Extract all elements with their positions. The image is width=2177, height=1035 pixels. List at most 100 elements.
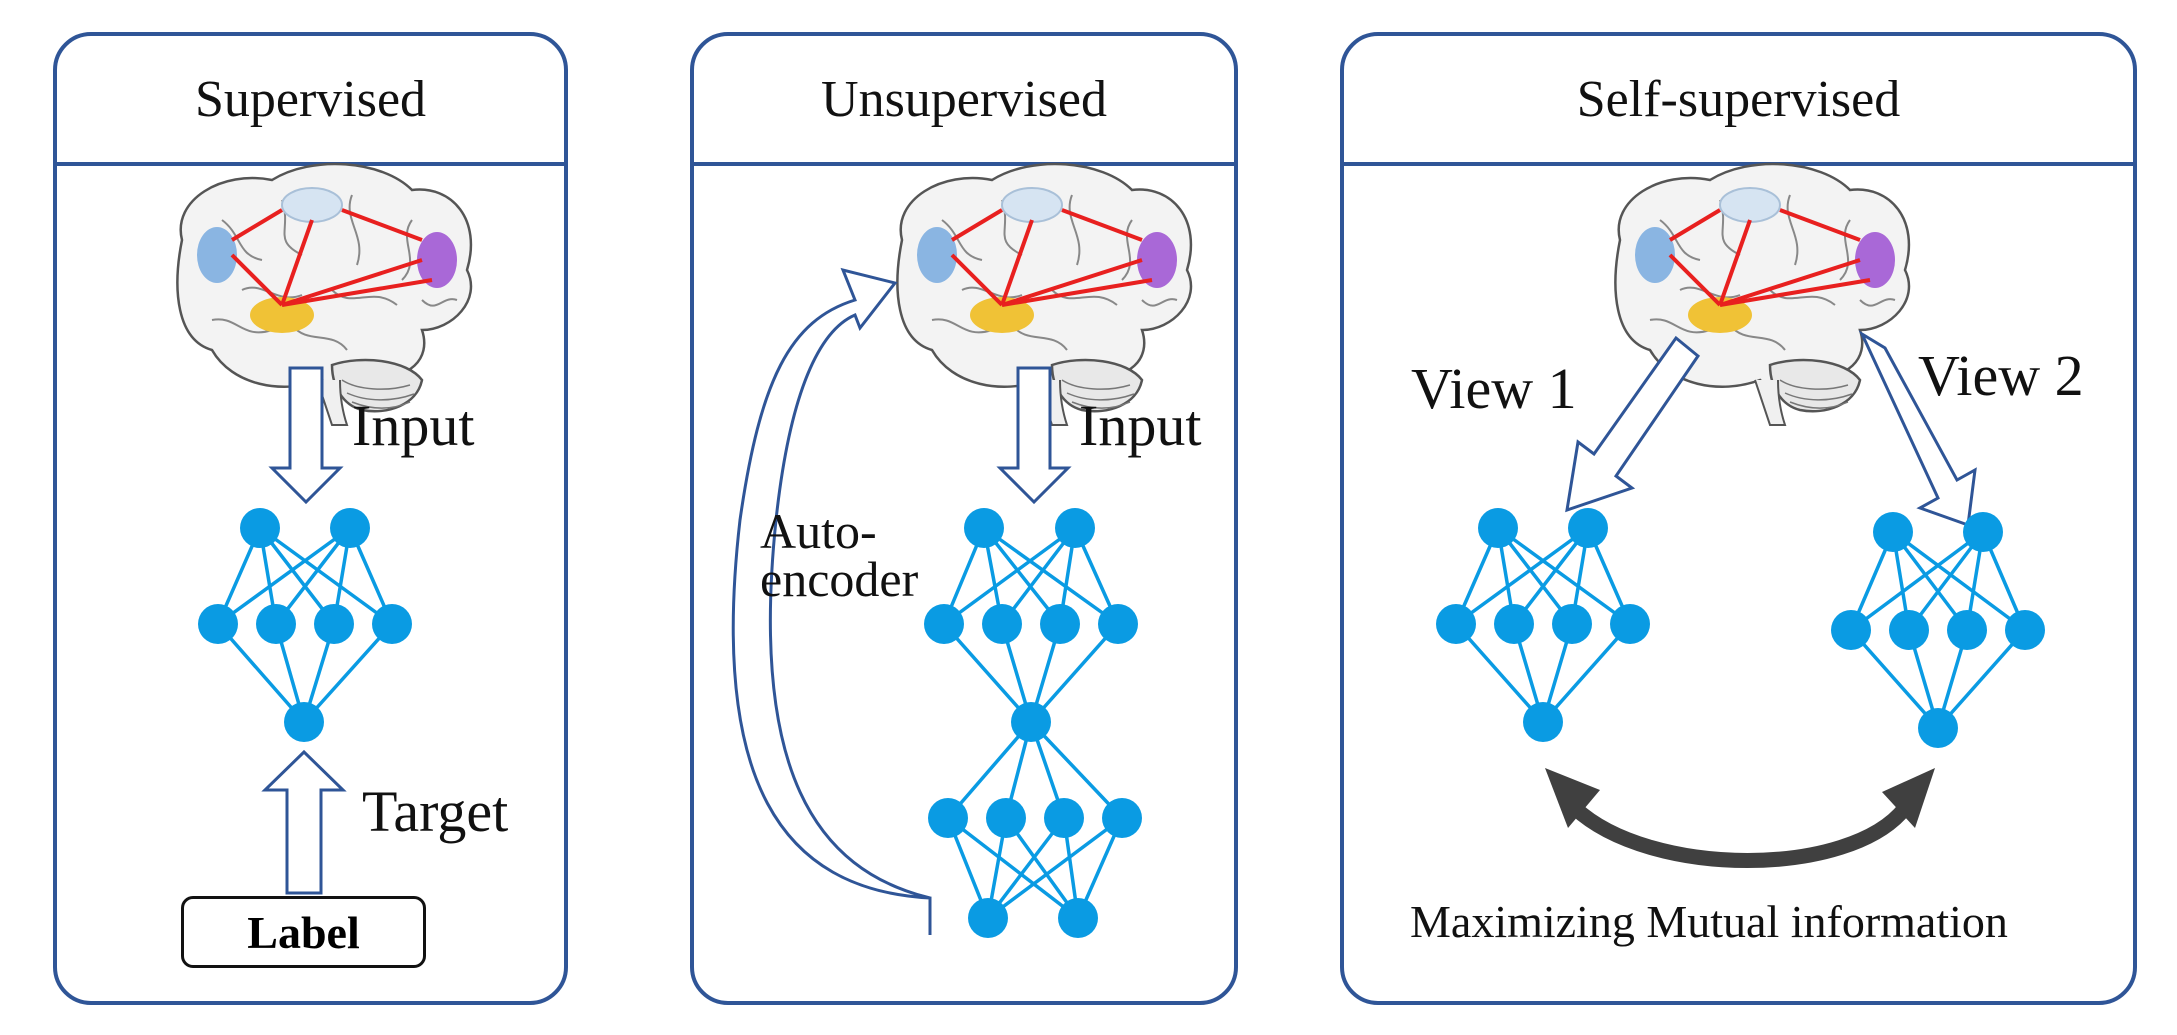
- input-label: Input: [352, 393, 475, 458]
- network-edge: [1849, 530, 1985, 632]
- network-node: [1889, 610, 1929, 650]
- nodes: [1831, 512, 2045, 748]
- network-edge: [258, 526, 394, 626]
- network-edge: [1454, 622, 1545, 724]
- panel-header: Self-supervised: [1344, 36, 2133, 166]
- panel-title: Unsupervised: [821, 70, 1107, 128]
- neural-network-icon-autoencoder: [924, 508, 1142, 938]
- network-edge: [1849, 628, 1940, 730]
- network-node: [1610, 604, 1650, 644]
- panel-title: Self-supervised: [1576, 70, 1901, 128]
- autoencoder-label-line2: encoder: [760, 551, 919, 607]
- label-box-text: Label: [247, 906, 360, 958]
- network-node: [372, 604, 412, 644]
- nodes: [924, 508, 1142, 938]
- network-edge: [942, 622, 1033, 724]
- neural-network-icon-view2: [1831, 512, 2045, 748]
- view2-label: View 2: [1918, 343, 2084, 408]
- network-node: [1831, 610, 1871, 650]
- network-edge: [1000, 526, 1077, 626]
- network-edge: [986, 816, 1066, 920]
- network-edge: [1029, 720, 1124, 820]
- network-node: [2005, 610, 2045, 650]
- view1-arrow-icon: [1565, 335, 1701, 513]
- autoencoder-label-line1: Auto-: [760, 503, 877, 559]
- network-node: [1873, 512, 1913, 552]
- label-box: Label: [181, 896, 426, 968]
- network-node: [240, 508, 280, 548]
- network-edge: [1936, 628, 2027, 730]
- curved-arrow-icon: [731, 267, 932, 935]
- neural-network-icon-view1: [1436, 508, 1650, 742]
- network-edge: [946, 720, 1033, 820]
- network-edge: [1907, 530, 1985, 632]
- edges: [1454, 526, 1632, 724]
- network-edge: [982, 526, 1062, 626]
- network-node: [284, 702, 324, 742]
- nodes: [198, 508, 412, 742]
- network-node: [1011, 702, 1051, 742]
- network-node: [1523, 702, 1563, 742]
- network-node: [1918, 708, 1958, 748]
- network-node: [928, 798, 968, 838]
- network-edge: [986, 816, 1124, 920]
- input-arrow-icon: [996, 366, 1072, 505]
- network-node: [1494, 604, 1534, 644]
- network-node: [1055, 508, 1095, 548]
- network-node: [1568, 508, 1608, 548]
- panel-header: Supervised: [57, 36, 564, 166]
- network-node: [256, 604, 296, 644]
- network-node: [986, 798, 1026, 838]
- input-arrow-icon: [268, 366, 344, 505]
- network-node: [1436, 604, 1476, 644]
- network-edge: [274, 526, 352, 626]
- network-edge: [1496, 526, 1632, 626]
- network-edge: [216, 526, 352, 626]
- network-node: [314, 604, 354, 644]
- network-edge: [1454, 526, 1590, 626]
- network-node: [964, 508, 1004, 548]
- network-edge: [1891, 530, 2027, 632]
- network-edge: [1512, 526, 1590, 626]
- network-edge: [946, 816, 1080, 920]
- network-node: [1044, 798, 1084, 838]
- edges: [1849, 530, 2027, 730]
- view1-label: View 1: [1411, 356, 1577, 421]
- network-edge: [942, 526, 1077, 626]
- network-node: [1947, 610, 1987, 650]
- neural-network-icon-supervised: [198, 508, 412, 742]
- network-node: [330, 508, 370, 548]
- network-edge: [1541, 622, 1632, 724]
- network-node: [1552, 604, 1592, 644]
- network-node: [924, 604, 964, 644]
- target-arrow-icon: [261, 749, 347, 895]
- edges: [216, 526, 394, 724]
- target-label: Target: [362, 779, 509, 844]
- view2-arrow-icon: [1858, 330, 1977, 528]
- brain-icon-supervised: [175, 161, 473, 427]
- network-node: [198, 604, 238, 644]
- network-edge: [1004, 816, 1080, 920]
- network-edge: [302, 622, 394, 724]
- network-node: [1478, 508, 1518, 548]
- network-node: [1102, 798, 1142, 838]
- network-edge: [1891, 530, 1969, 632]
- double-headed-arrow-icon: [1545, 768, 1935, 868]
- network-edge: [1029, 622, 1120, 724]
- network-node: [968, 898, 1008, 938]
- network-edge: [258, 526, 336, 626]
- network-node: [1058, 898, 1098, 938]
- network-edge: [982, 526, 1120, 626]
- mutual-information-caption: Maximizing Mutual information: [1410, 896, 2008, 947]
- network-node: [982, 604, 1022, 644]
- panel-header: Unsupervised: [694, 36, 1234, 166]
- panel-title: Supervised: [194, 70, 427, 128]
- nodes: [1436, 508, 1650, 742]
- network-edge: [1496, 526, 1574, 626]
- network-node: [1040, 604, 1080, 644]
- network-node: [1098, 604, 1138, 644]
- network-node: [1963, 512, 2003, 552]
- input-label: Input: [1079, 393, 1202, 458]
- network-edge: [216, 622, 306, 724]
